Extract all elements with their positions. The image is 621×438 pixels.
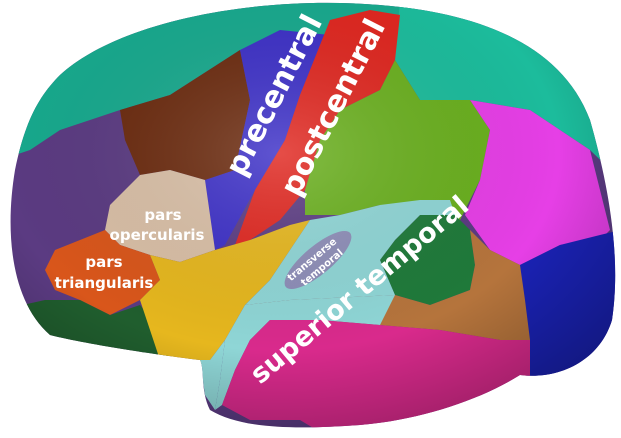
- label-pars-triangularis-line1: pars: [85, 253, 122, 271]
- label-pars-opercularis-line1: pars: [144, 206, 181, 224]
- label-pars-opercularis-line2: opercularis: [110, 226, 205, 244]
- label-pars-triangularis-line2: triangularis: [55, 274, 154, 292]
